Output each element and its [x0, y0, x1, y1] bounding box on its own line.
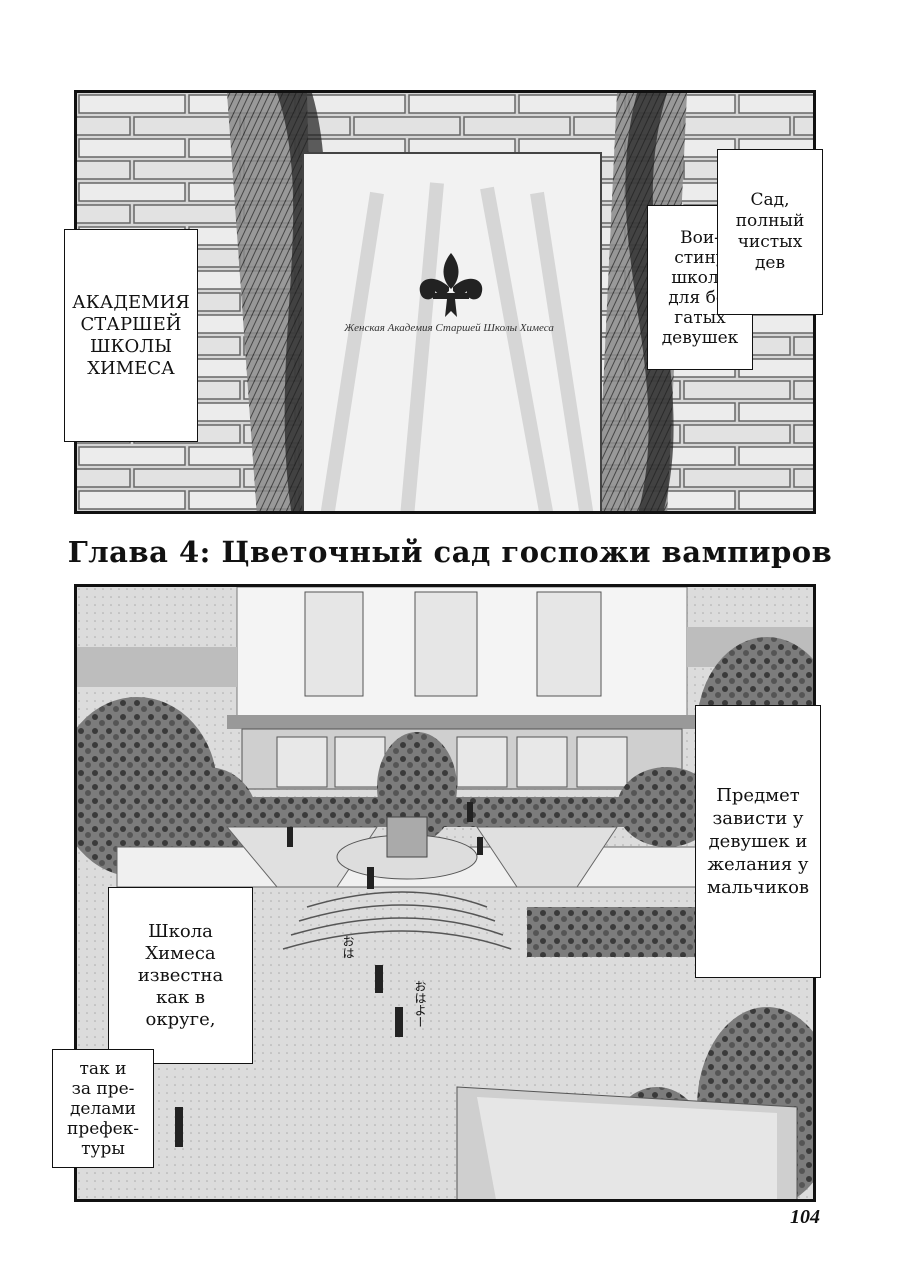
- panel-top: [74, 90, 816, 514]
- caption-academy: АКАДЕМИЯ СТАРШЕЙ ШКОЛЫ ХИМЕСА: [64, 229, 198, 442]
- sfx-ohayo-short: おは: [341, 935, 355, 959]
- page-number: 104: [790, 1206, 820, 1228]
- caption-prefecture: так и за пре- делами префек- туры: [52, 1049, 154, 1168]
- fleur-de-lis-icon: [419, 253, 483, 317]
- brick-wall-illustration: [77, 93, 813, 511]
- caption-garden: Сад, полный чистых дев: [717, 149, 823, 315]
- caption-famous: Школа Химеса известна как в округе,: [108, 887, 253, 1064]
- school-courtyard-illustration: [77, 587, 813, 1199]
- sfx-ohayo-long: おはよー: [413, 980, 427, 1028]
- panel-bottom: [74, 584, 816, 1202]
- sign-caption: Женская Академия Старшей Школы Химеса: [344, 322, 554, 334]
- chapter-title: Глава 4: Цветочный сад госпожи вампиров: [67, 535, 833, 569]
- caption-envy: Предмет зависти у девушек и желания у ма…: [695, 705, 821, 978]
